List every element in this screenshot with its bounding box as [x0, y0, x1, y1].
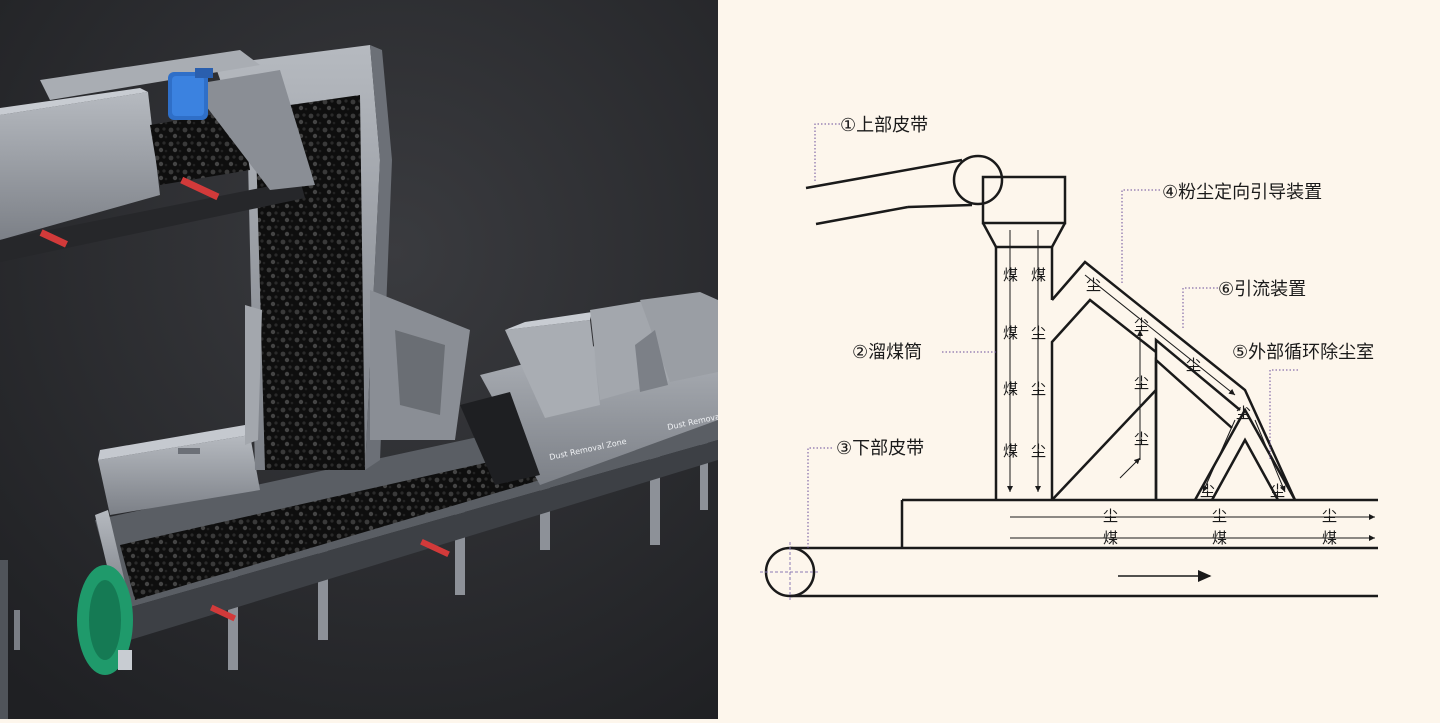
schematic-svg: 煤 煤 煤 尘 煤 尘 煤 尘 尘 尘 尘 尘 尘 尘 尘 尘 尘 尘 尘 煤 — [718, 0, 1440, 719]
dust-glyph: 尘 — [1031, 442, 1046, 460]
red-roller — [209, 604, 237, 622]
dust-glyph: 尘 — [1236, 404, 1251, 422]
upper-belt-top — [805, 158, 963, 190]
dust-glyph: 尘 — [1134, 430, 1149, 448]
dust-glyph: 尘 — [1134, 316, 1149, 334]
dust-removal-housing — [480, 292, 718, 485]
dust-glyph: 尘 — [1212, 507, 1227, 525]
render-svg: Dust Removal Zone Dust Removal Zone — [0, 0, 745, 719]
upper-head-pulley — [952, 154, 1004, 206]
coal-glyph: 煤 — [1031, 266, 1046, 284]
coal-glyph: 煤 — [1322, 529, 1337, 547]
label-upper-belt: ①上部皮带 — [840, 115, 928, 136]
leader-lines — [807, 123, 1298, 548]
label-chute: ②溜煤筒 — [852, 342, 922, 363]
dust-glyph: 尘 — [1031, 324, 1046, 342]
label-lower-belt: ③下部皮带 — [836, 438, 924, 459]
label-induced-flow: ⑥引流装置 — [1218, 279, 1306, 300]
left-dust-box — [98, 435, 260, 515]
coal-glyph: 煤 — [1003, 324, 1018, 342]
red-roller — [39, 229, 68, 248]
upper-belt-bottom — [815, 205, 909, 226]
flow-glyphs: 煤 煤 煤 尘 煤 尘 煤 尘 尘 尘 尘 尘 尘 尘 尘 尘 尘 尘 尘 煤 — [1003, 266, 1337, 547]
red-roller — [180, 176, 220, 201]
coal-glyph: 煤 — [1212, 529, 1227, 547]
lower-belt-underside — [120, 440, 718, 640]
upper-conveyor — [0, 50, 315, 262]
dust-glyph: 尘 — [1086, 276, 1101, 294]
coal-glyph: 煤 — [1003, 442, 1018, 460]
coal-on-lower-belt — [120, 455, 540, 600]
label-dust-guide: ④粉尘定向引导装置 — [1162, 182, 1322, 203]
drive-motor — [168, 68, 213, 120]
diagram-lines — [764, 154, 1378, 598]
dust-glyph: 尘 — [1270, 482, 1285, 500]
conveyor-render: Dust Removal Zone Dust Removal Zone — [0, 0, 745, 719]
coal-glyph: 煤 — [1003, 266, 1018, 284]
coal-glyph: 煤 — [1103, 529, 1118, 547]
dust-glyph: 尘 — [1103, 507, 1118, 525]
outer-chamber-inner — [1210, 437, 1280, 501]
dust-glyph: 尘 — [1322, 507, 1337, 525]
schematic-panel: 煤 煤 煤 尘 煤 尘 煤 尘 尘 尘 尘 尘 尘 尘 尘 尘 尘 尘 尘 煤 — [718, 0, 1440, 719]
coal-glyph: 煤 — [1003, 380, 1018, 398]
dust-glyph: 尘 — [1200, 482, 1215, 500]
scraper-panel — [460, 392, 540, 485]
flow-arrows — [1007, 230, 1375, 541]
outer-chamber-outer — [1193, 407, 1297, 501]
red-roller — [420, 538, 450, 558]
dust-glyph: 尘 — [1134, 374, 1149, 392]
label-outer-chamber: ⑤外部循环除尘室 — [1232, 342, 1374, 363]
diagram-labels: ①上部皮带 ②溜煤筒 ③下部皮带 ④粉尘定向引导装置 ⑥引流装置 ⑤外部循环除尘… — [836, 115, 1374, 459]
dust-glyph: 尘 — [1186, 356, 1201, 374]
dust-guide-inner — [1050, 298, 1157, 500]
induced-flow-channel — [1154, 337, 1241, 411]
hopper — [981, 175, 1067, 225]
dust-glyph: 尘 — [1031, 380, 1046, 398]
